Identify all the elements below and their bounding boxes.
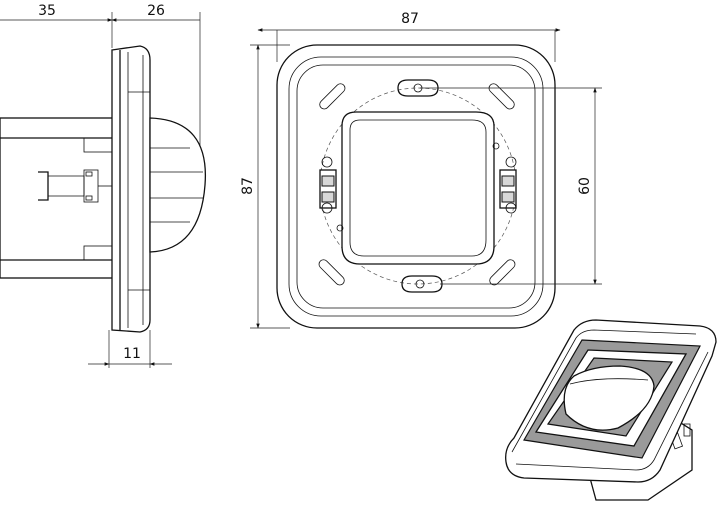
front-clips	[319, 156, 517, 214]
socket-body	[0, 117, 118, 279]
dimension-label-width: 87	[401, 11, 419, 27]
dimension-label-height: 87	[240, 177, 256, 195]
isometric-view	[505, 319, 717, 501]
dimension-label-depth: 35	[38, 3, 56, 19]
side-frame	[111, 45, 151, 333]
dimension-label-frame: 11	[123, 346, 141, 362]
side-sensor-dome	[149, 117, 207, 253]
iso-sensor-lens	[563, 365, 655, 431]
side-view: 35 26	[0, 3, 207, 368]
front-view: 87 87	[240, 11, 602, 329]
dimension-label-mounting: 60	[577, 177, 593, 195]
dimension-label-front: 26	[147, 3, 165, 19]
front-inner-body	[341, 111, 495, 265]
